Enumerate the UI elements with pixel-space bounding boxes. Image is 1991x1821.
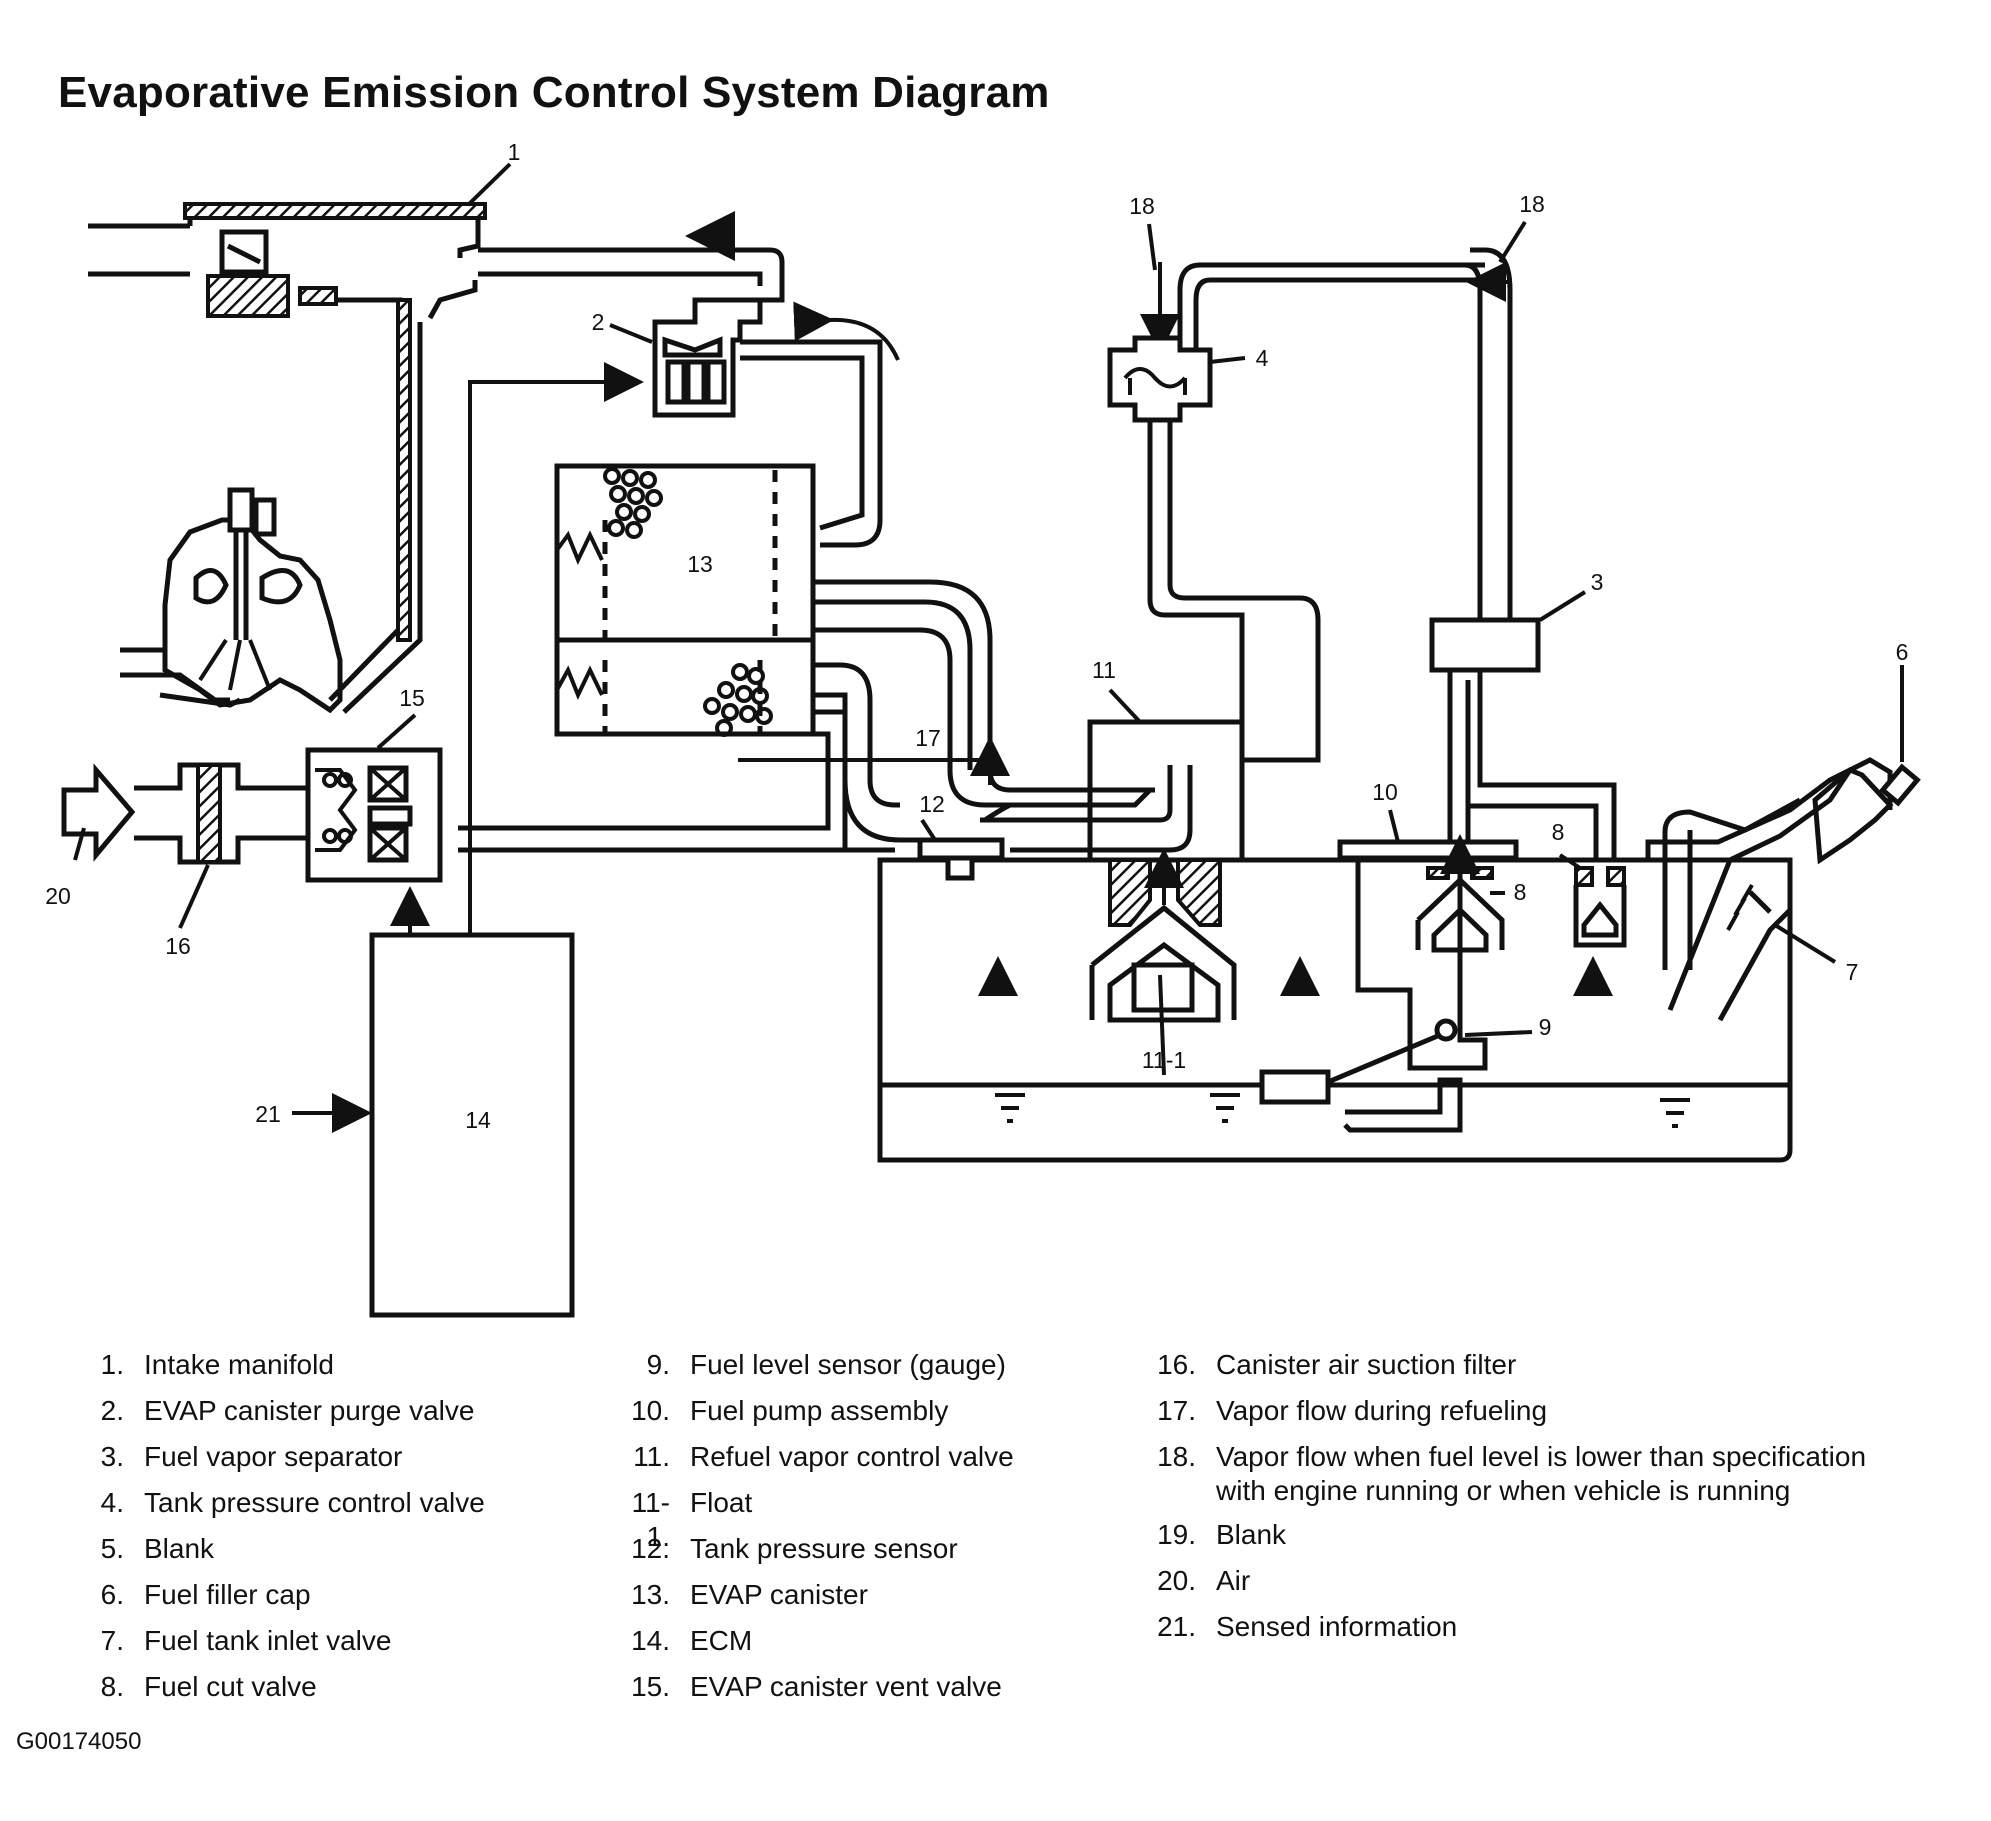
air-inlet-arrow (61, 763, 136, 862)
callout-18b: 18 (1519, 191, 1545, 217)
callout-6: 6 (1896, 639, 1909, 665)
figure-code: G00174050 (16, 1728, 142, 1755)
evap-canister (554, 463, 816, 737)
evap-canister-purge-valve (652, 297, 900, 548)
refuel-vapor-control-valve (1087, 719, 1245, 1023)
canister-vent-pipe (458, 709, 848, 853)
canister-air-suction-filter (134, 762, 308, 865)
callout-10: 10 (1372, 779, 1398, 805)
callout-11-1: 11-1 (1142, 1047, 1186, 1073)
fuel-filler-neck (1645, 757, 1921, 1085)
ecm-box (369, 932, 575, 1318)
page-title: Evaporative Emission Control System Diag… (58, 68, 1050, 117)
purge-pipe (478, 211, 785, 303)
callout-16: 16 (165, 933, 191, 959)
callout-8a: 8 (1552, 819, 1565, 845)
fuel-vapor-separator (1429, 617, 1541, 673)
ecm-signal-lines (292, 362, 644, 1133)
fuel-cut-valve-right (1573, 866, 1627, 948)
evap-canister-vent-valve (305, 747, 443, 883)
fuel-tank (877, 857, 1793, 1163)
leader-lines (73, 162, 1904, 1076)
callout-21: 21 (255, 1101, 281, 1127)
callout-2: 2 (592, 309, 605, 335)
callout-14: 14 (465, 1107, 491, 1133)
charcoal-granules-bottom (703, 663, 773, 737)
callout-labels: 1 2 3 4 6 7 8 8 9 10 11 11-1 12 13 14 15… (45, 139, 1908, 1133)
intake-manifold (88, 202, 487, 714)
evap-system-diagram: 1 2 3 4 6 7 8 8 9 10 11 11-1 12 13 14 15… (45, 139, 1921, 1318)
vapor-separator-pipes (1140, 247, 1617, 860)
fuel-cut-valve-left (1415, 834, 1505, 953)
engine-cylinder-head (120, 487, 343, 714)
canister-refuel-pipes (813, 579, 1193, 853)
callout-15: 15 (399, 685, 425, 711)
tank-pressure-sensor (917, 837, 1005, 881)
callout-1: 1 (508, 139, 521, 165)
callout-18a: 18 (1129, 193, 1155, 219)
callout-12: 12 (919, 791, 945, 817)
callout-9: 9 (1539, 1014, 1552, 1040)
callout-8b: 8 (1514, 879, 1527, 905)
callout-20: 20 (45, 883, 71, 909)
callout-13: 13 (687, 551, 713, 577)
callout-7: 7 (1846, 959, 1859, 985)
callout-4: 4 (1256, 345, 1269, 371)
callout-11: 11 (1092, 657, 1116, 683)
callout-17: 17 (915, 725, 941, 751)
charcoal-granules-top (603, 467, 663, 539)
tank-pressure-control-valve (1107, 335, 1321, 763)
callout-3: 3 (1591, 569, 1604, 595)
